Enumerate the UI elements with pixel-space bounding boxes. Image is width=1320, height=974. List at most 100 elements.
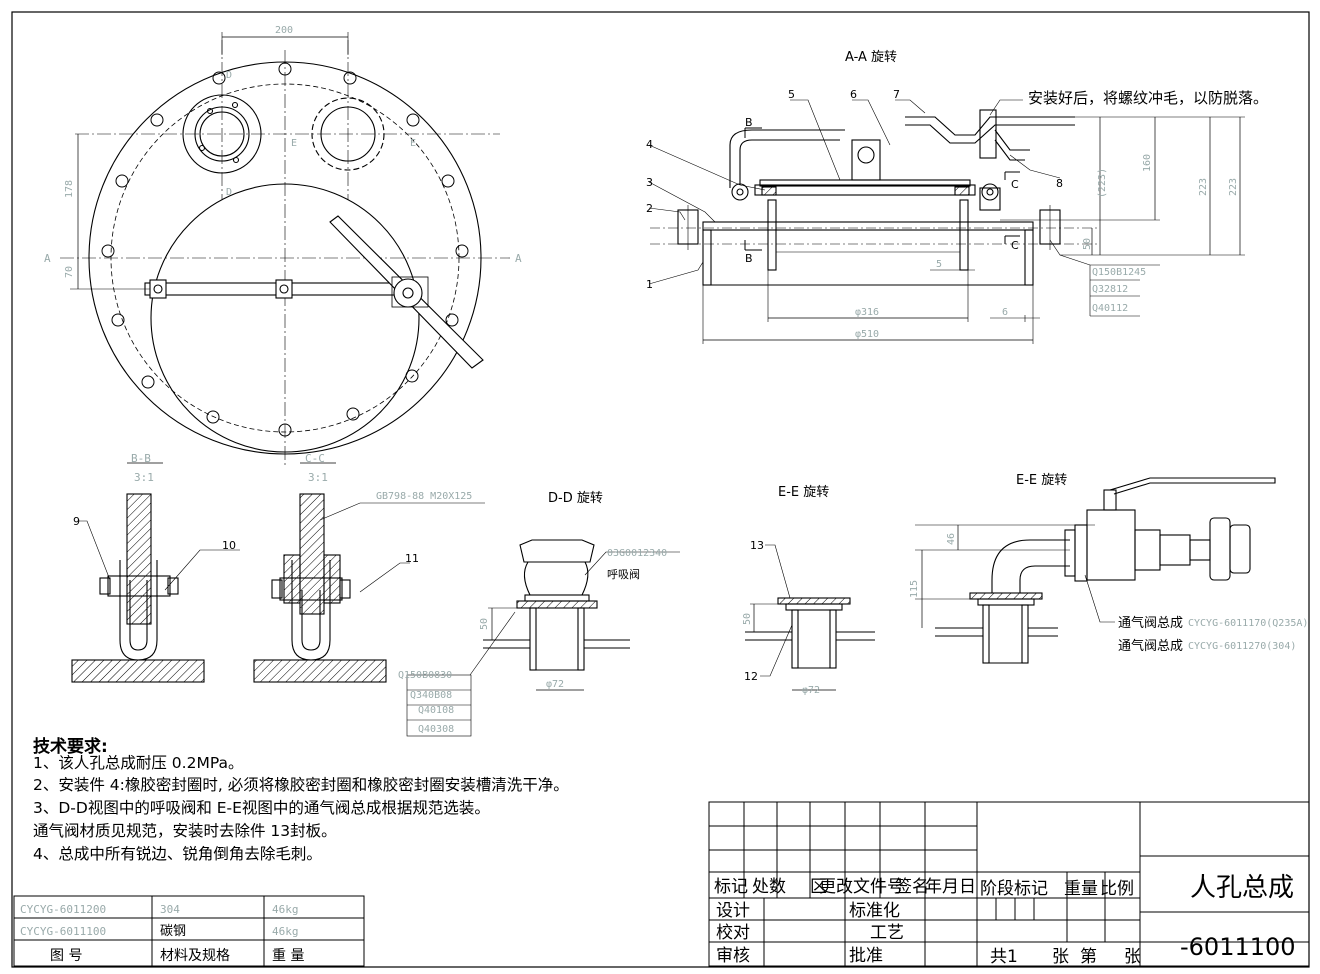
tb-mark: 标记: [714, 877, 748, 897]
ee-plate-labels: 13 12 50 φ72: [742, 539, 820, 696]
mark-E-right: E: [410, 138, 416, 149]
mark-B-top: B: [745, 116, 753, 129]
requirement-1: 1、该人孔总成耐压 0.2MPa。: [33, 754, 244, 772]
requirement-4: 4、总成中所有锐边、锐角倒角去除毛刺。: [33, 845, 322, 863]
callout-13: 13: [750, 539, 764, 552]
callout-12: 12: [744, 670, 758, 683]
dim-phi510: φ510: [855, 329, 879, 340]
dd-part-1: Q150B0830: [398, 670, 452, 681]
dd-dim-phi72: φ72: [546, 679, 564, 690]
pt-h-code: 图 号: [50, 948, 82, 964]
vent1-code: CYCYG-6011170(Q235A): [1188, 618, 1308, 629]
aa-section-view: [648, 99, 1245, 344]
callout-3: 3: [646, 176, 653, 189]
plan-view: [60, 32, 510, 465]
tb-stage: 阶段标记: [980, 879, 1048, 899]
tb-sheet2: 张: [1124, 947, 1141, 967]
aa-labels: 1 2 3 4 5 6 7 8 安装好后，将螺纹冲毛，以防脱落。 φ316 φ5…: [646, 88, 1268, 340]
title-block-text: 标记 处数 区 更改文件号 签名 年月日 设计 校对 审核 标准化 工艺 批准 …: [714, 873, 1296, 967]
flange-bolt-holes: [101, 62, 469, 437]
dim-160: 160: [1142, 154, 1153, 172]
tb-change-doc: 更改文件号: [819, 877, 904, 897]
tb-of: 第: [1080, 947, 1097, 967]
mark-E-left: E: [291, 138, 297, 149]
callout-11: 11: [405, 552, 419, 565]
pt-h-mat: 材料及规格: [160, 948, 230, 964]
ee-dim-115: 115: [909, 580, 920, 598]
dim-70: 70: [64, 266, 75, 278]
requirement-2: 2、安装件 4:橡胶密封圈时, 必须将橡胶密封圈和橡胶密封圈安装槽清洗干净。: [33, 776, 569, 794]
tb-process: 工艺: [870, 923, 904, 943]
install-note: 安装好后，将螺纹冲毛，以防脱落。: [1028, 89, 1268, 107]
dim-178: 178: [64, 180, 75, 198]
ee-dim-46: 46: [946, 533, 957, 545]
ee-dim-phi72: φ72: [802, 685, 820, 696]
mark-D-top: D: [226, 70, 232, 81]
ee-plate-view: [745, 544, 875, 691]
ee-vent-view: [915, 477, 1276, 664]
pt-r1-wt: 46kg: [272, 903, 299, 916]
tb-design: 设计: [716, 901, 750, 921]
callout-10: 10: [222, 539, 236, 552]
mark-D-bottom: D: [226, 187, 232, 198]
parts-table-text: CYCYG-6011200 304 46kg CYCYG-6011100 碳钢 …: [20, 903, 304, 964]
callout-8: 8: [1056, 177, 1063, 190]
tb-date: 年月日: [925, 877, 976, 897]
callout-7: 7: [893, 88, 900, 101]
dd-dim-50: 50: [479, 618, 490, 630]
vent2-name: 通气阀总成: [1118, 638, 1183, 654]
bb-cc-labels: B-B 3:1 C-C 3:1 9 10 11 GB798-88 M20X125: [73, 452, 472, 565]
callout-2: 2: [646, 202, 653, 215]
dim-6: 6: [1002, 307, 1008, 318]
callout-5: 5: [788, 88, 795, 101]
parts-table: [13, 895, 365, 967]
pt-r1-code: CYCYG-6011200: [20, 903, 106, 916]
tb-standard: 标准化: [849, 901, 900, 921]
tb-scale: 比例: [1100, 879, 1134, 899]
tb-weight: 重量: [1064, 879, 1098, 899]
pt-h-wt: 重 量: [272, 948, 304, 964]
aa-part-1: Q150B1245: [1092, 267, 1146, 278]
drawing-border: [11, 11, 1310, 968]
pt-r1-mat: 304: [160, 903, 180, 916]
dd-labels: 50 φ72 03G0012340 呼吸阀 Q150B0830 Q340B08 …: [398, 548, 667, 735]
tb-total: 共1: [990, 947, 1018, 967]
callout-4: 4: [646, 138, 653, 151]
tb-review: 审核: [716, 946, 750, 966]
dim-5: 5: [936, 259, 942, 270]
tb-count: 处数: [752, 877, 786, 897]
pt-r2-code: CYCYG-6011100: [20, 925, 106, 938]
requirement-3: 3、D-D视图中的呼吸阀和 E-E视图中的通气阀总成根据规范选装。: [33, 799, 490, 817]
scale-bb: 3:1: [134, 471, 154, 484]
mark-B-bottom: B: [745, 252, 753, 265]
dd-part-3: Q40108: [418, 705, 454, 716]
tb-sheet1: 张: [1052, 947, 1069, 967]
breather-code: 03G0012340: [607, 548, 667, 559]
bb-cc-sections: [71, 462, 485, 683]
vent1-name: 通气阀总成: [1118, 615, 1183, 631]
title-block: [708, 801, 1310, 967]
mark-A-right: A: [515, 252, 522, 265]
requirements-title: 技术要求:: [33, 737, 108, 757]
callout-6: 6: [850, 88, 857, 101]
callout-9: 9: [73, 515, 80, 528]
tb-approve: 批准: [849, 946, 883, 966]
scale-cc: 3:1: [308, 471, 328, 484]
aa-part-2: Q32812: [1092, 284, 1128, 295]
aa-part-3: Q40112: [1092, 303, 1128, 314]
ee-dim-50: 50: [742, 613, 753, 625]
requirement-3b: 通气阀材质见规范，安装时去除件 13封板。: [33, 822, 337, 840]
view-title-cc: C-C: [305, 452, 325, 465]
dim-200: 200: [275, 25, 293, 36]
view-title-ee-vent: E-E 旋转: [1016, 473, 1067, 488]
bolt-spec: GB798-88 M20X125: [376, 491, 472, 502]
mark-A-left: A: [44, 252, 51, 265]
dim-50: 50: [1082, 238, 1093, 250]
tb-zone: 区: [810, 877, 827, 897]
dim-phi316: φ316: [855, 307, 879, 318]
breather-name: 呼吸阀: [607, 567, 640, 581]
view-title-aa: A-A 旋转: [845, 50, 897, 65]
dim-223-c: 223: [1228, 178, 1239, 196]
tb-sign: 签名: [895, 877, 929, 897]
